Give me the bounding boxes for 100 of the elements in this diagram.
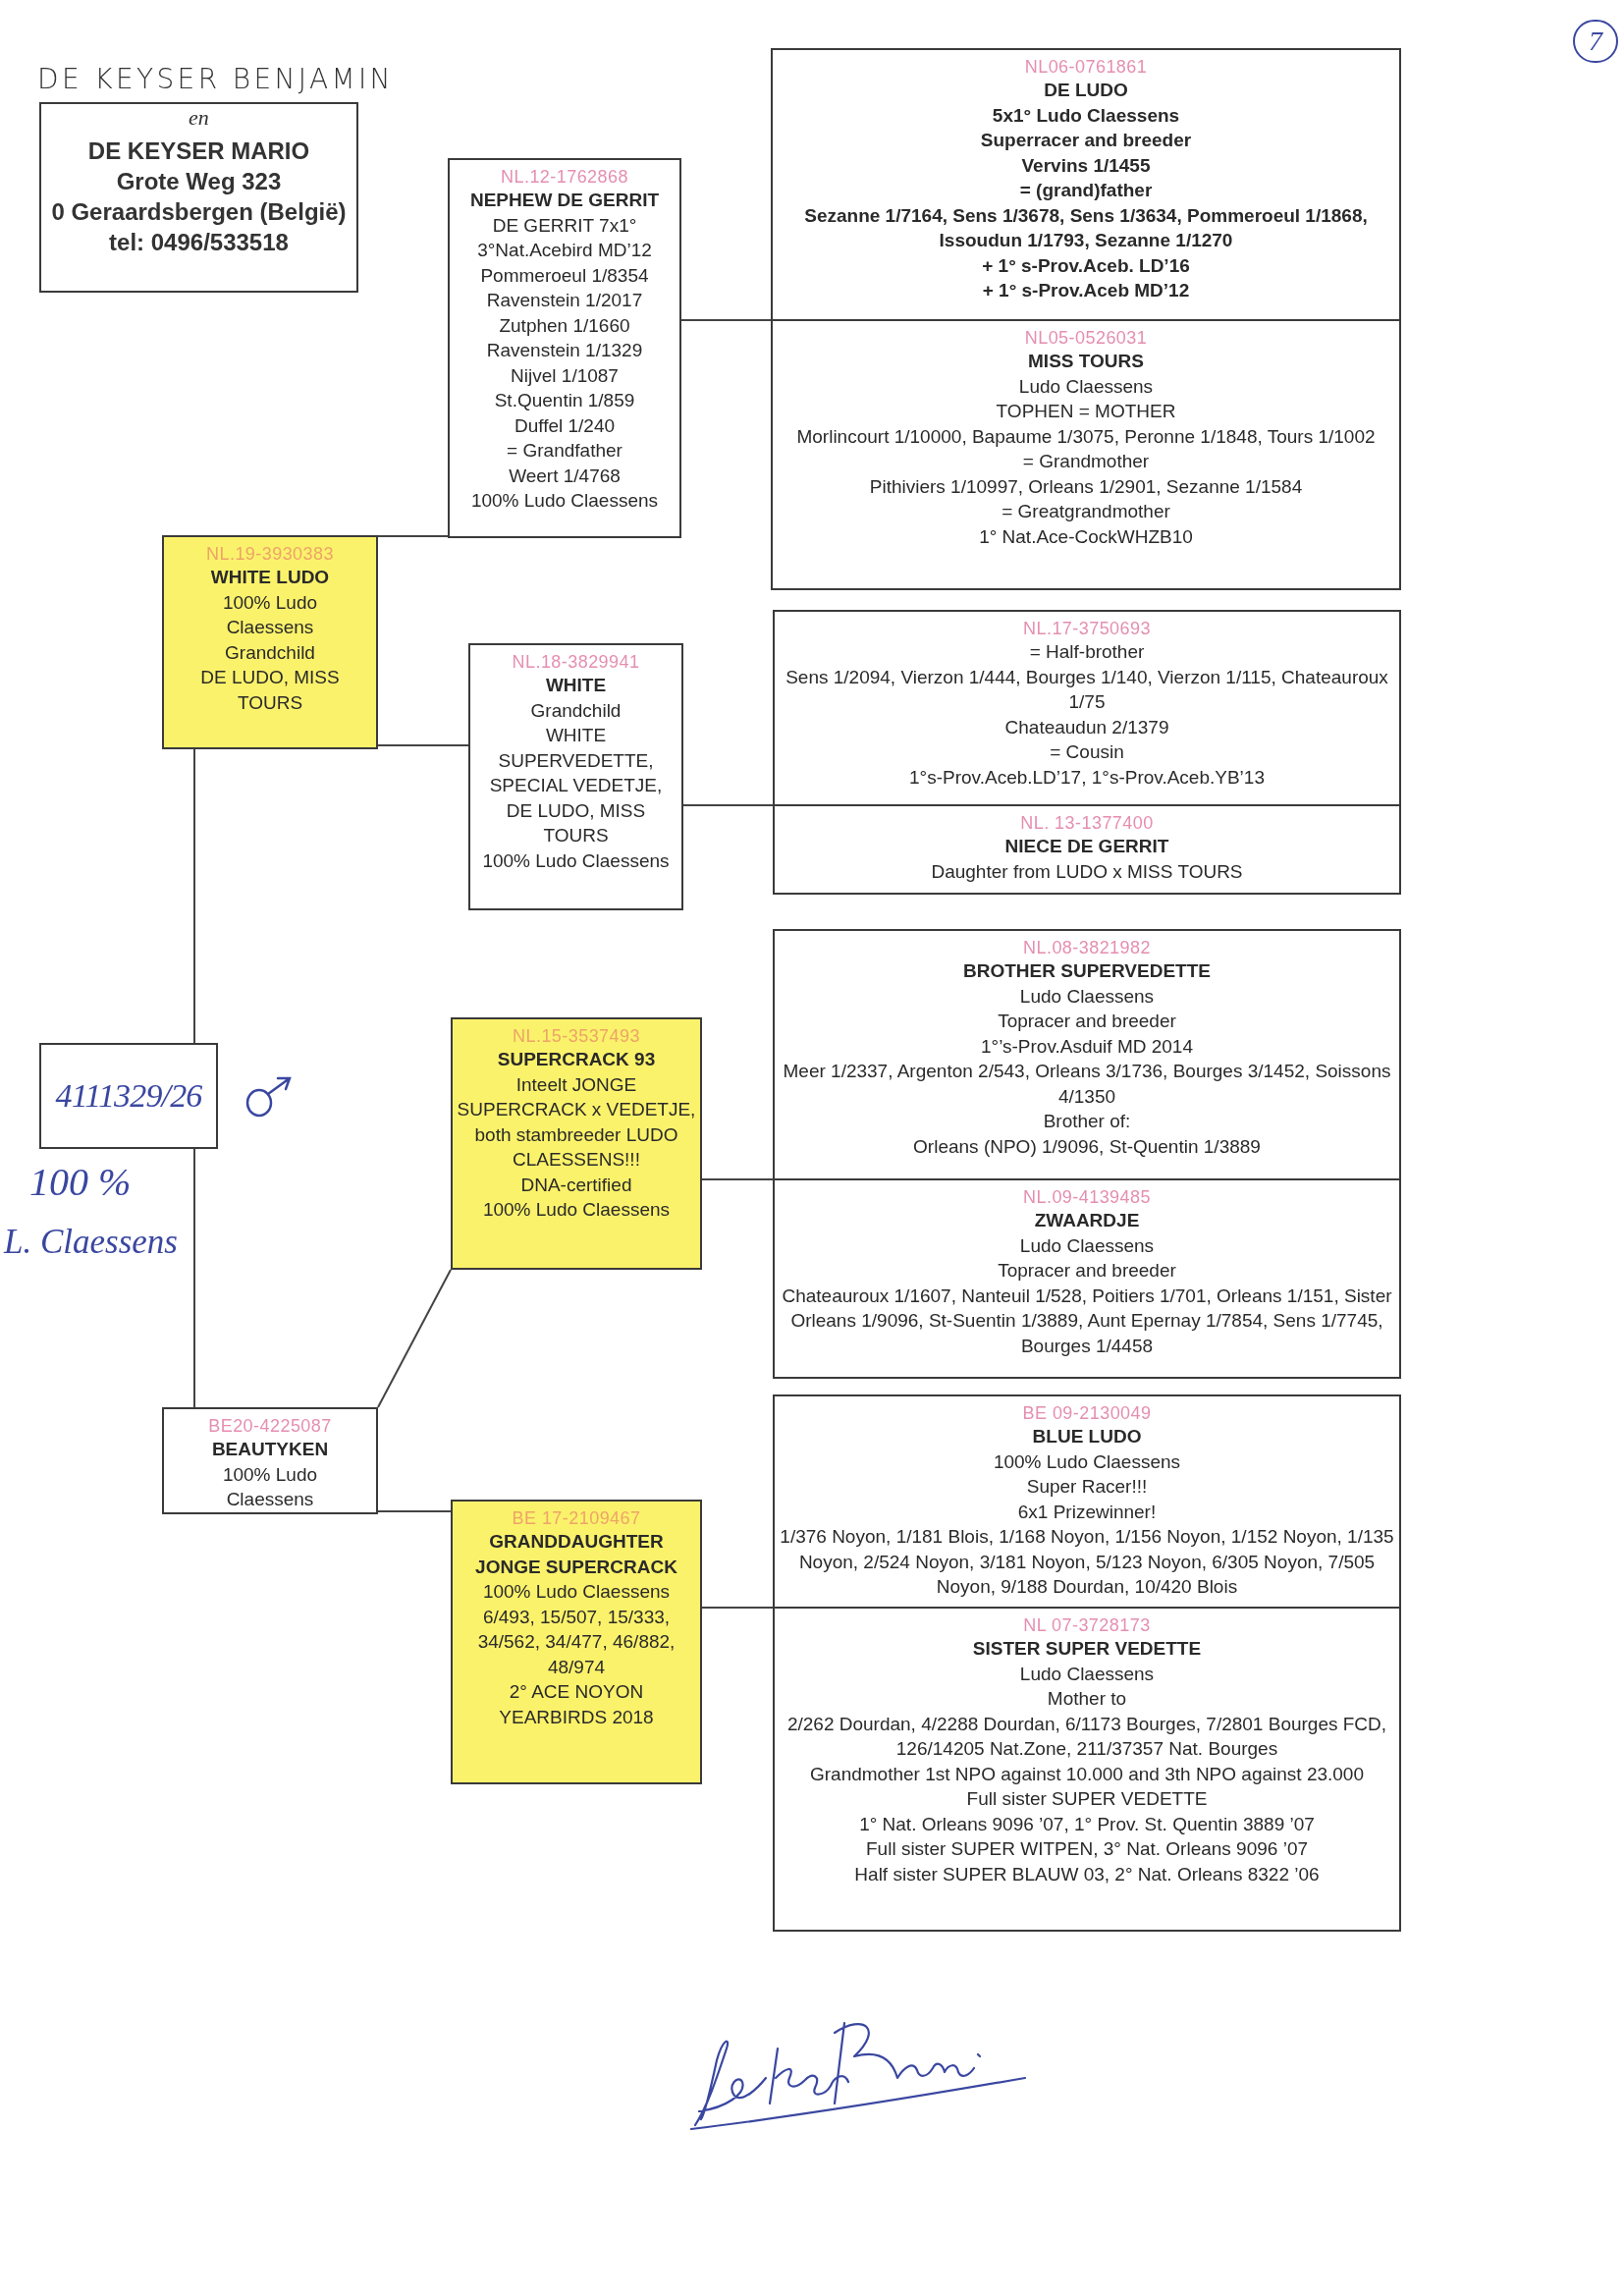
bird-name: DE LUDO [1044,79,1128,102]
bird-name: SISTER SUPER VEDETTE [972,1637,1202,1661]
pedigree-note: 100% Ludo Claessens [221,590,319,639]
pedigree-box [773,804,1401,895]
pedigree-note: Ludo Claessens [1019,1662,1155,1686]
ring-number: NL06-0761861 [1024,56,1148,78]
pedigree-box [162,1407,378,1514]
pedigree-note: Grandmother 1st NPO against 10.000 and 3th NPO against 23.000 [810,1762,1364,1786]
pedigree-note: 3°Nat.Acebird MD’12 [477,239,652,262]
address-line: Grote Weg 323 [116,167,282,196]
pedigree-note: Ravenstein 1/1329 [486,339,643,362]
ring-number: BE 17-2109467 [512,1507,641,1529]
pedigree-note: 1° Nat.Ace-CockWHZB10 [979,524,1193,549]
pedigree-note: Inteelt JONGE SUPERCRACK x VEDETJE, both stambreeder LUDO CLAESSENS!!! [457,1072,696,1172]
pedigree-note: Brother of: [1043,1110,1131,1133]
bird-name: WHITE LUDO [210,566,330,589]
pedigree-note: Ludo Claessens [1019,984,1155,1009]
pedigree-box [773,1607,1401,1932]
pedigree-box [771,48,1401,321]
pedigree-note: Meer 1/2337, Argenton 2/543, Orleans 3/1736, Bourges 3/1452, Soissons 4/1350 [782,1060,1392,1109]
bird-name: BEAUTYKEN [211,1438,329,1461]
handwritten-note: L. Claessens [4,1222,179,1263]
bird-name: NEPHEW DE GERRIT [469,189,660,212]
pedigree-note: = Grandfather [507,439,623,463]
pedigree-box [771,319,1401,590]
pedigree-box [451,1500,702,1784]
ring-number-box [39,1043,218,1149]
pedigree-note: Morlincourt 1/10000, Bapaume 1/3075, Peronne 1/1848, Tours 1/1002 [796,424,1376,449]
pedigree-note: Weert 1/4768 [509,464,621,488]
handwritten-ring-number: 4111329/26 [55,1076,202,1116]
page-number: 7 [1573,20,1618,63]
connector-line [193,1148,195,1408]
pedigree-note: Superracer and breeder [980,129,1192,152]
connector-line [701,1607,774,1609]
pedigree-note: 1°s-Prov.Aceb.LD’17, 1°s-Prov.Aceb.YB’13 [909,765,1265,790]
ring-number: NL.17-3750693 [1023,618,1151,639]
pedigree-note: 100% Ludo Claessens [993,1449,1181,1474]
pedigree-note: 1° Nat. Orleans 9096 ’07, 1° Prov. St. Quentin 3889 ’07 [859,1812,1315,1836]
pedigree-box [773,929,1401,1180]
pedigree-note: DE LUDO, MISS TOURS [199,666,341,715]
bird-name: BROTHER SUPERVEDETTE [963,959,1211,983]
connector-line [682,804,774,806]
pedigree-note: Topracer and breeder [998,1259,1176,1283]
pedigree-note: = Cousin [1050,740,1124,764]
pedigree-note: 6/493, 15/507, 15/333, 34/562, 34/477, 46/882, 48/974 [476,1605,677,1679]
pedigree-note: + 1° s-Prov.Aceb. LD’16 [982,253,1190,278]
pedigree-note: 100% Ludo Claessens [482,1198,671,1222]
pedigree-note: Nijvel 1/1087 [511,363,619,388]
ring-number: NL. 13-1377400 [1020,812,1154,834]
pedigree-note: Chateauroux 1/1607, Nanteuil 1/528, Poitiers 1/701, Orleans 1/151, Sister Orleans 1/9096, St-Suentin 1/3889, Aunt Epernay 1/7854, Sens 1/7745, Bourges 1/4458 [781,1284,1393,1358]
bird-name: SUPERCRACK 93 [497,1048,656,1071]
pedigree-note: Sezanne 1/7164, Sens 1/3678, Sens 1/3634, Pommeroeul 1/1868, Issoudun 1/1793, Sezanne 1/1270 [803,203,1369,252]
connector-line [377,1510,452,1512]
pedigree-note: = (grand)father [1019,179,1153,202]
pedigree-note: 100% Ludo Claessens [221,1462,319,1511]
handwritten-note: en [189,106,209,130]
bird-name: GRANDDAUGHTER JONGE SUPERCRACK [474,1530,678,1579]
ring-number: NL.08-3821982 [1023,937,1151,958]
address-box [39,102,358,293]
pedigree-note: 100% Ludo Claessens [482,1580,671,1604]
pedigree-note: Half sister SUPER BLAUW 03, 2° Nat. Orleans 8322 ’06 [854,1862,1320,1886]
connector-line [377,535,449,537]
pedigree-note: TOPHEN = MOTHER [996,400,1176,423]
handwritten-owner-name: DE KEYSER BENJAMIN [37,63,395,97]
pedigree-note: 1°’s-Prov.Asduif MD 2014 [981,1034,1193,1059]
pedigree-note: WHITE SUPERVEDETTE, SPECIAL VEDETJE, DE LUDO, MISS TOURS [488,724,664,847]
pedigree-note: 5x1° Ludo Claessens [992,103,1180,128]
pedigree-note: Orleans (NPO) 1/9096, St-Quentin 1/3889 [913,1134,1261,1159]
ring-number: NL.15-3537493 [513,1025,640,1047]
pedigree-note: Full sister SUPER WITPEN, 3° Nat. Orleans 9096 ’07 [866,1837,1308,1861]
ring-number: NL 07-3728173 [1023,1614,1151,1636]
pedigree-box [162,535,378,749]
ring-number: NL05-0526031 [1024,327,1148,349]
ring-number: NL.09-4139485 [1023,1186,1151,1208]
pedigree-note: Ravenstein 1/2017 [486,289,643,312]
bird-name: ZWAARDJE [1034,1209,1140,1232]
pedigree-note: Pithiviers 1/10997, Orleans 1/2901, Sezanne 1/1584 [869,474,1303,499]
pedigree-note: 1/376 Noyon, 1/181 Blois, 1/168 Noyon, 1/156 Noyon, 1/152 Noyon, 1/135 Noyon, 2/524 Noyon, 3/181 Noyon, 5/123 Noyon, 6/305 Noyon, 7/505 Noyon, 9/188 Dourdan, 10/420 Blois [779,1525,1395,1599]
pedigree-note: Sens 1/2094, Vierzon 1/444, Bourges 1/140, Vierzon 1/115, Chateauroux 1/75 [785,665,1389,714]
bird-name: NIECE DE GERRIT [1004,835,1169,858]
connector-line [377,1269,452,1408]
pedigree-note: 100% Ludo Claessens [482,848,670,873]
ring-number: BE20-4225087 [208,1415,332,1437]
pedigree-note: 2° ACE NOYON YEARBIRDS 2018 [498,1680,655,1729]
ring-number: NL.12-1762868 [501,166,628,188]
connector-line [701,1178,774,1180]
pedigree-note: Chateaudun 2/1379 [1004,715,1169,739]
pedigree-note: Super Racer!!! [1026,1475,1148,1499]
pedigree-note: Pommeroeul 1/8354 [480,263,649,288]
pedigree-note: + 1° s-Prov.Aceb MD’12 [982,279,1190,302]
pedigree-note: Topracer and breeder [998,1010,1176,1033]
connector-line [193,748,195,1044]
pedigree-note: 2/262 Dourdan, 4/2288 Dourdan, 6/1173 Bourges, 7/2801 Bourges FCD, 126/14205 Nat.Zone, 211/37357 Nat. Bourges [785,1712,1388,1761]
pedigree-note: 100% Ludo Claessens [470,489,659,513]
bird-name: WHITE [545,674,607,697]
bird-name: MISS TOURS [1028,350,1144,373]
pedigree-note: Grandchild [530,698,622,723]
ring-number: BE 09-2130049 [1022,1402,1152,1424]
address-line: tel: 0496/533518 [109,228,289,257]
connector-line [377,744,469,746]
